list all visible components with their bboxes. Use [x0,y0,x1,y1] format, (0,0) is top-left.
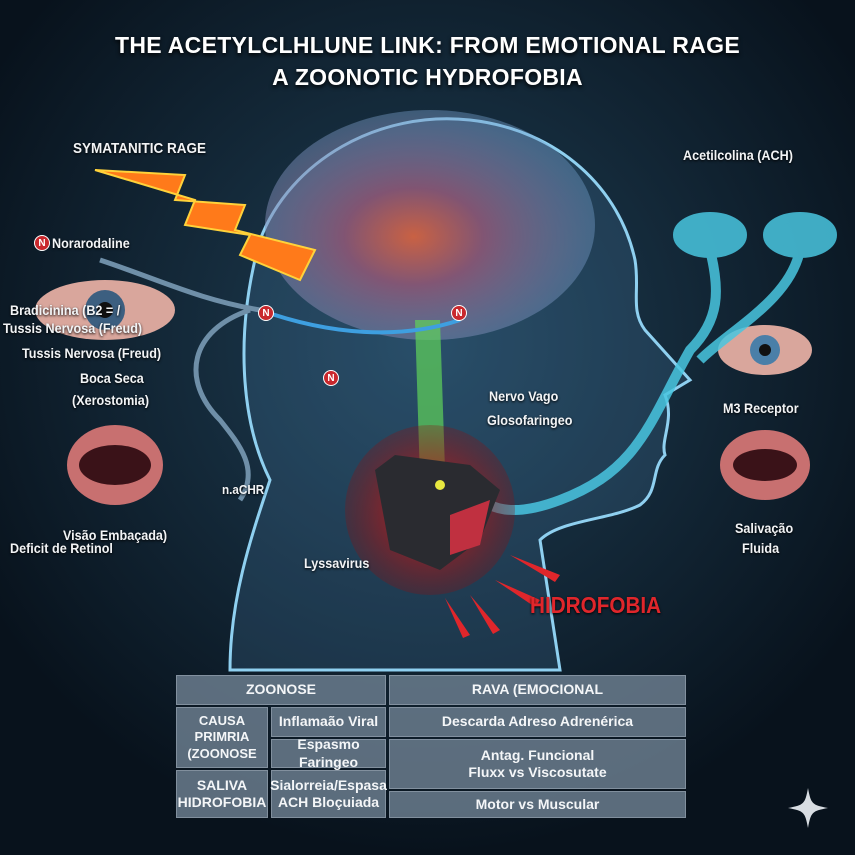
title-line-2: A ZOONOTIC HYDROFOBIA [272,64,583,90]
cell-causa-2: (ZOONOSE [187,745,257,761]
label-acetilcolina: Acetilcolina (ACH) [683,147,793,163]
label-bradicinina-1: Bradicinina (B2 = / [10,302,121,318]
label-nervo-vago: Nervo Vago [489,388,559,404]
cell-antag-1: Antag. Funcional [480,746,595,763]
noradrenaline-badge-icon: N [34,235,50,251]
label-tussis: Tussis Nervosa (Freud) [22,345,162,361]
header-raiva: RAVA (EMOCIONAL [389,675,686,705]
label-visao: Visão Embaçada) [63,527,168,543]
cell-espasmo: Espasmo Faringeo [271,736,386,770]
n-badge-icon: N [323,370,339,386]
label-noradrenaline: Norarodaline [52,235,130,251]
cell-motor: Motor vs Muscular [389,791,686,818]
label-m3-receptor: M3 Receptor [723,400,799,416]
cell-saliva-2: HIDROFOBIA [177,794,267,810]
header-zoonose: ZOONOSE [176,675,386,705]
label-hidrofobia: HIDROFOBIA [530,592,662,618]
brain [265,110,595,340]
label-salivacao: Salivação [735,520,794,536]
label-fluida: Fluida [742,540,780,556]
n-badge-icon: N [258,305,274,321]
label-rage: SYMATANITIC RAGE [73,140,207,157]
cell-descarda: Descarda Adreso Adrenérica [389,707,686,737]
wolf-icon [375,455,500,570]
cell-saliva-1: SALIVA [196,776,248,793]
eye-icon-left [35,280,175,340]
sparkle-icon [788,788,828,828]
cell-sialorreia-1: Sialorreia/Espasa [270,776,387,793]
label-nachr: n.aCHR [222,482,265,497]
cell-causa-1: CAUSA PRIMRIA [194,713,250,745]
cell-inflamacao: Inflamaão Viral [271,707,386,737]
label-glosofaringeo: Glosofaringeo [487,412,573,428]
label-xerostomia: (Xerostomia) [72,392,150,408]
mouth-icon-left [67,425,163,505]
receptor-icon [487,212,837,515]
cell-causa: CAUSA PRIMRIA(ZOONOSE [176,707,268,768]
cell-ach: ACH Bloçuiada [277,794,380,810]
n-badge-icon: N [451,305,467,321]
label-lyssavirus: Lyssavirus [304,555,370,571]
lightning-icon [94,169,317,282]
blue-nerve [259,308,461,335]
label-deficit: Deficit de Retinol [10,540,113,556]
hidrofobia-arrows [445,555,560,638]
mouth-icon-right [720,430,810,500]
eye-icon-right [718,325,812,375]
label-boca-seca: Boca Seca [80,370,144,386]
cell-fluxx: Fluxx vs Viscosutate [468,764,607,780]
title-line-1: THE ACETYLCLHLUNE LINK: FROM EMOTIONAL R… [115,32,740,58]
label-bradicinina-2: Tussis Nervosa (Freud) [3,320,143,336]
thorny-nerve [99,257,261,502]
